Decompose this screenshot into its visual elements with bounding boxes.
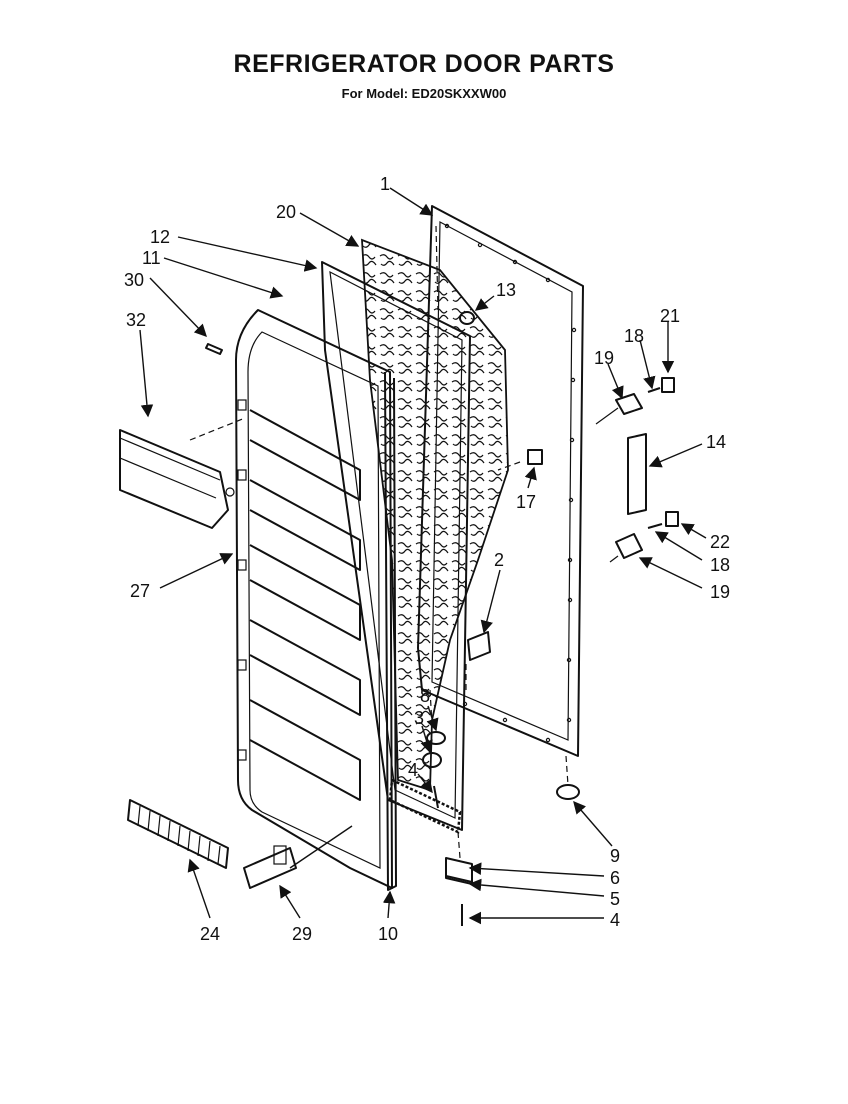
- callout-18-upper: 18: [624, 326, 644, 346]
- callout-19-upper: 19: [594, 348, 614, 368]
- handle-bracket: [243, 845, 297, 889]
- callout-21: 21: [660, 306, 680, 326]
- callout-17: 17: [516, 492, 536, 512]
- callout-32: 32: [126, 310, 146, 330]
- callout-3: 3: [414, 708, 424, 728]
- callout-14: 14: [706, 432, 726, 452]
- foam-insulation: [361, 238, 509, 792]
- callout-18-lower: 18: [710, 555, 730, 575]
- grille: [127, 799, 229, 869]
- diagram-title: REFRIGERATOR DOOR PARTS: [233, 50, 615, 78]
- leader-lines: [139, 187, 707, 925]
- callout-22: 22: [710, 532, 730, 552]
- callout-4-lower: 4: [610, 910, 620, 930]
- callout-27: 27: [130, 581, 150, 601]
- callout-20: 20: [276, 202, 296, 222]
- callout-5: 5: [610, 889, 620, 909]
- callout-6: 6: [610, 868, 620, 888]
- door-liner: [235, 309, 397, 891]
- callout-1: 1: [380, 174, 390, 194]
- callout-11: 11: [142, 248, 161, 268]
- callout-12: 12: [150, 227, 170, 247]
- callout-29: 29: [292, 924, 312, 944]
- callout-13: 13: [496, 280, 516, 300]
- callout-labels: 1 20 12 11 30 32 13 21 18 19 14 17 22 18…: [124, 174, 730, 944]
- callout-4-upper: 4: [408, 760, 418, 780]
- callout-24: 24: [200, 924, 220, 944]
- callout-9: 9: [610, 846, 620, 866]
- assembly-guides: [429, 225, 619, 859]
- callout-8: 8: [420, 686, 430, 706]
- hardware: [205, 311, 679, 926]
- callout-19-lower: 19: [710, 582, 730, 602]
- shelf-bar: [119, 429, 235, 529]
- callout-10: 10: [378, 924, 398, 944]
- callout-30: 30: [124, 270, 144, 290]
- model-subtitle: For Model: ED20SKXXW00: [341, 86, 507, 101]
- callout-2: 2: [494, 550, 504, 570]
